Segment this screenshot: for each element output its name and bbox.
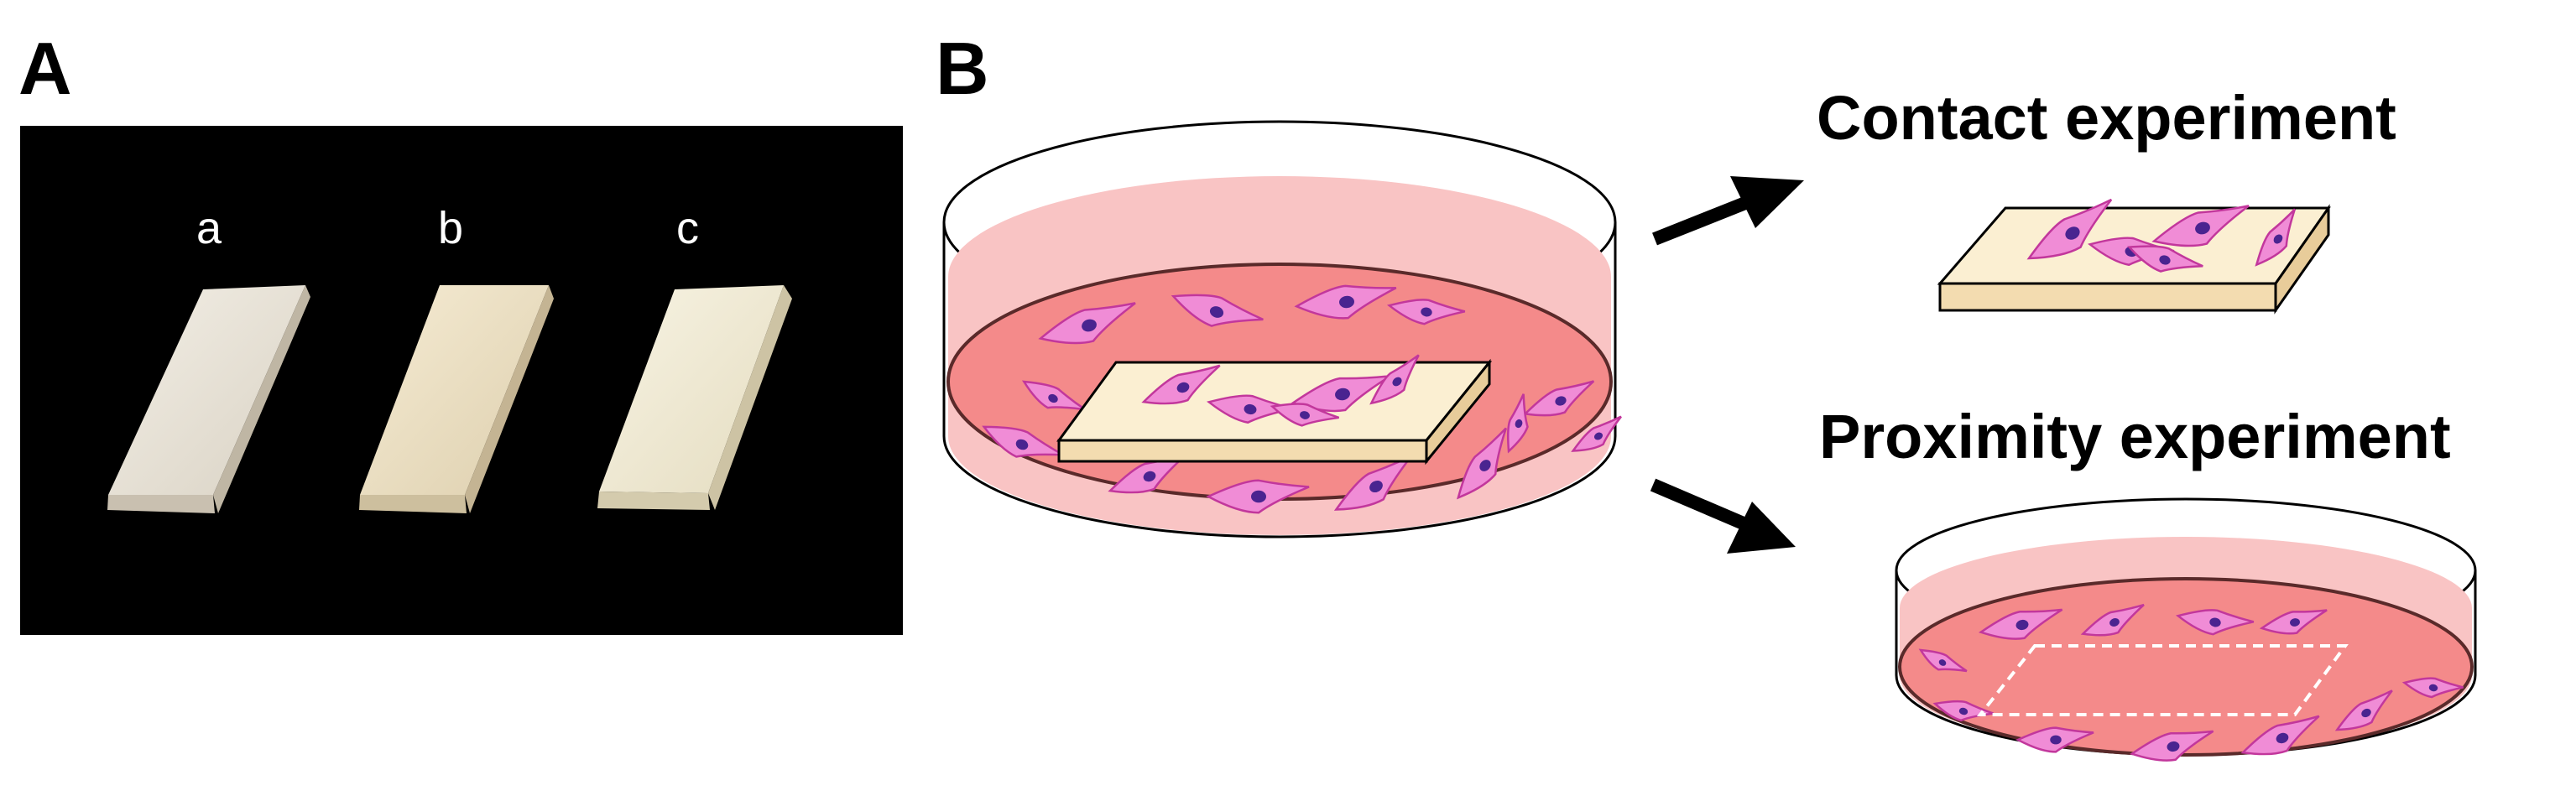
sample-label-c: c: [676, 203, 699, 253]
cell: [1506, 393, 1529, 454]
cell: [1171, 294, 1264, 327]
cell: [2255, 208, 2297, 267]
cell: [1456, 427, 1507, 500]
cell: [1038, 302, 1136, 345]
nucleus: [2428, 684, 2438, 692]
nucleus: [1479, 460, 1491, 471]
sample-label-b: b: [438, 203, 464, 253]
cell: [1294, 284, 1397, 320]
nucleus: [2290, 618, 2300, 627]
cell: [1386, 299, 1466, 325]
cell: [1571, 415, 1622, 452]
cell: [1141, 364, 1221, 405]
nucleus: [1369, 480, 1383, 493]
cell: [2129, 730, 2214, 762]
arrow-to-proximity: [1650, 478, 1796, 554]
nucleus: [1593, 432, 1603, 440]
cell: [1270, 403, 1340, 427]
proximity-dish: [1895, 497, 2477, 762]
nucleus: [1335, 388, 1350, 401]
nucleus: [2276, 732, 2289, 744]
specimen-in-dish: [1056, 354, 1493, 466]
proximity-experiment-heading: Proximity experiment: [1819, 402, 2451, 471]
nucleus: [1143, 471, 1156, 482]
cell: [2026, 198, 2113, 260]
contact-specimen: [1937, 198, 2331, 315]
cell: [2401, 677, 2464, 699]
nucleus: [1515, 419, 1523, 429]
cell: [2080, 603, 2145, 637]
cell: [1206, 479, 1310, 514]
nucleus: [2209, 617, 2221, 627]
cell: [982, 425, 1064, 458]
nucleus: [2065, 226, 2080, 240]
specimen-c: [597, 285, 792, 510]
nucleus: [1048, 393, 1058, 403]
nucleus: [1015, 439, 1029, 450]
specimen-a: [107, 285, 310, 513]
cell: [1918, 648, 1968, 673]
panel-b-label: B: [936, 27, 989, 110]
nucleus: [1176, 382, 1190, 393]
cell: [2240, 715, 2320, 756]
cell: [2015, 726, 2094, 753]
sample-label-a: a: [196, 203, 222, 253]
nucleus: [1244, 403, 1257, 415]
contact-experiment-heading: Contact experiment: [1817, 83, 2396, 153]
nucleus: [2167, 741, 2180, 752]
specimen-photo: [20, 126, 903, 635]
nucleus: [1082, 319, 1097, 332]
nucleus: [2015, 619, 2029, 631]
cell: [2175, 609, 2255, 636]
cell: [1978, 608, 2063, 640]
nucleus: [1421, 307, 1432, 317]
specimen-position-outline: [1976, 644, 2349, 716]
nucleus: [2159, 255, 2171, 265]
nucleus: [1300, 411, 1310, 419]
nucleus: [2361, 708, 2371, 718]
nucleus: [1209, 306, 1224, 318]
arrow-to-contact: [1652, 176, 1804, 246]
nucleus: [1555, 396, 1567, 406]
nucleus: [2050, 735, 2062, 745]
specimen-b: [359, 285, 554, 513]
cell: [2334, 689, 2393, 731]
cell: [1523, 380, 1595, 417]
nucleus: [2109, 618, 2120, 627]
nucleus: [1339, 295, 1354, 309]
nucleus: [2195, 221, 2210, 235]
panel-a-label: A: [18, 27, 72, 110]
nucleus: [2273, 234, 2283, 244]
nucleus: [1938, 659, 1947, 666]
cell: [1369, 354, 1420, 405]
nucleus: [1392, 377, 1402, 387]
cell: [2259, 609, 2328, 635]
cell: [2127, 245, 2203, 273]
culture-dish: [942, 120, 1622, 538]
nucleus: [1958, 707, 1969, 715]
cell: [2151, 205, 2250, 247]
nucleus: [1251, 490, 1266, 503]
